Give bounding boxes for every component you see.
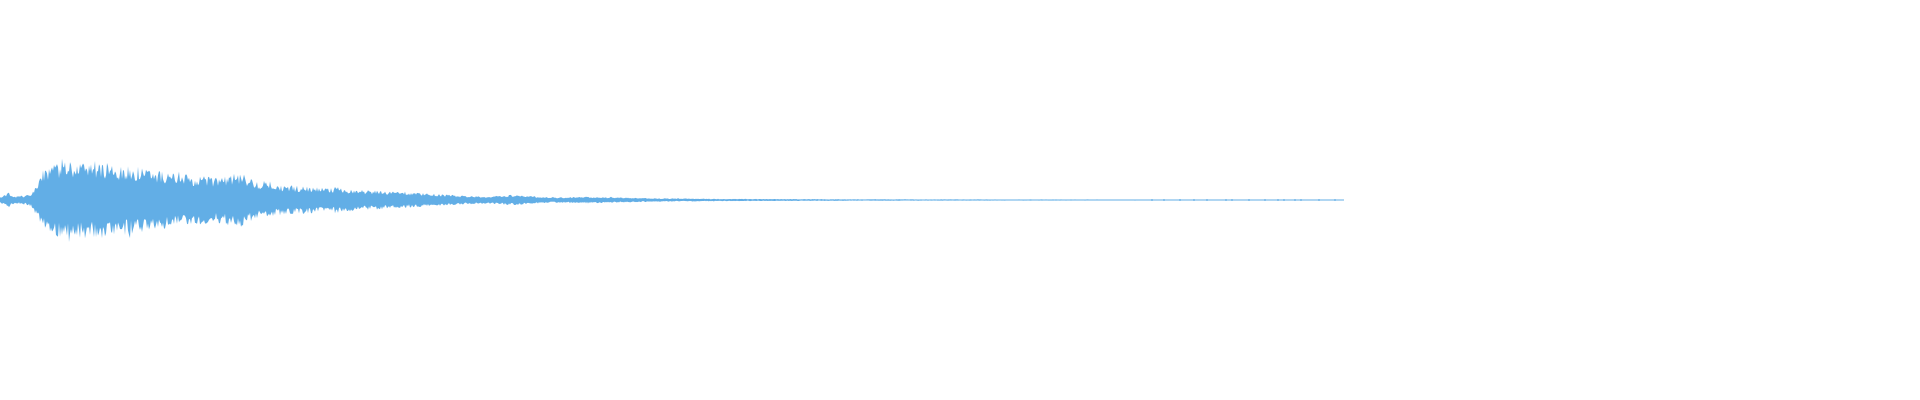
waveform-shape: [0, 158, 1344, 242]
